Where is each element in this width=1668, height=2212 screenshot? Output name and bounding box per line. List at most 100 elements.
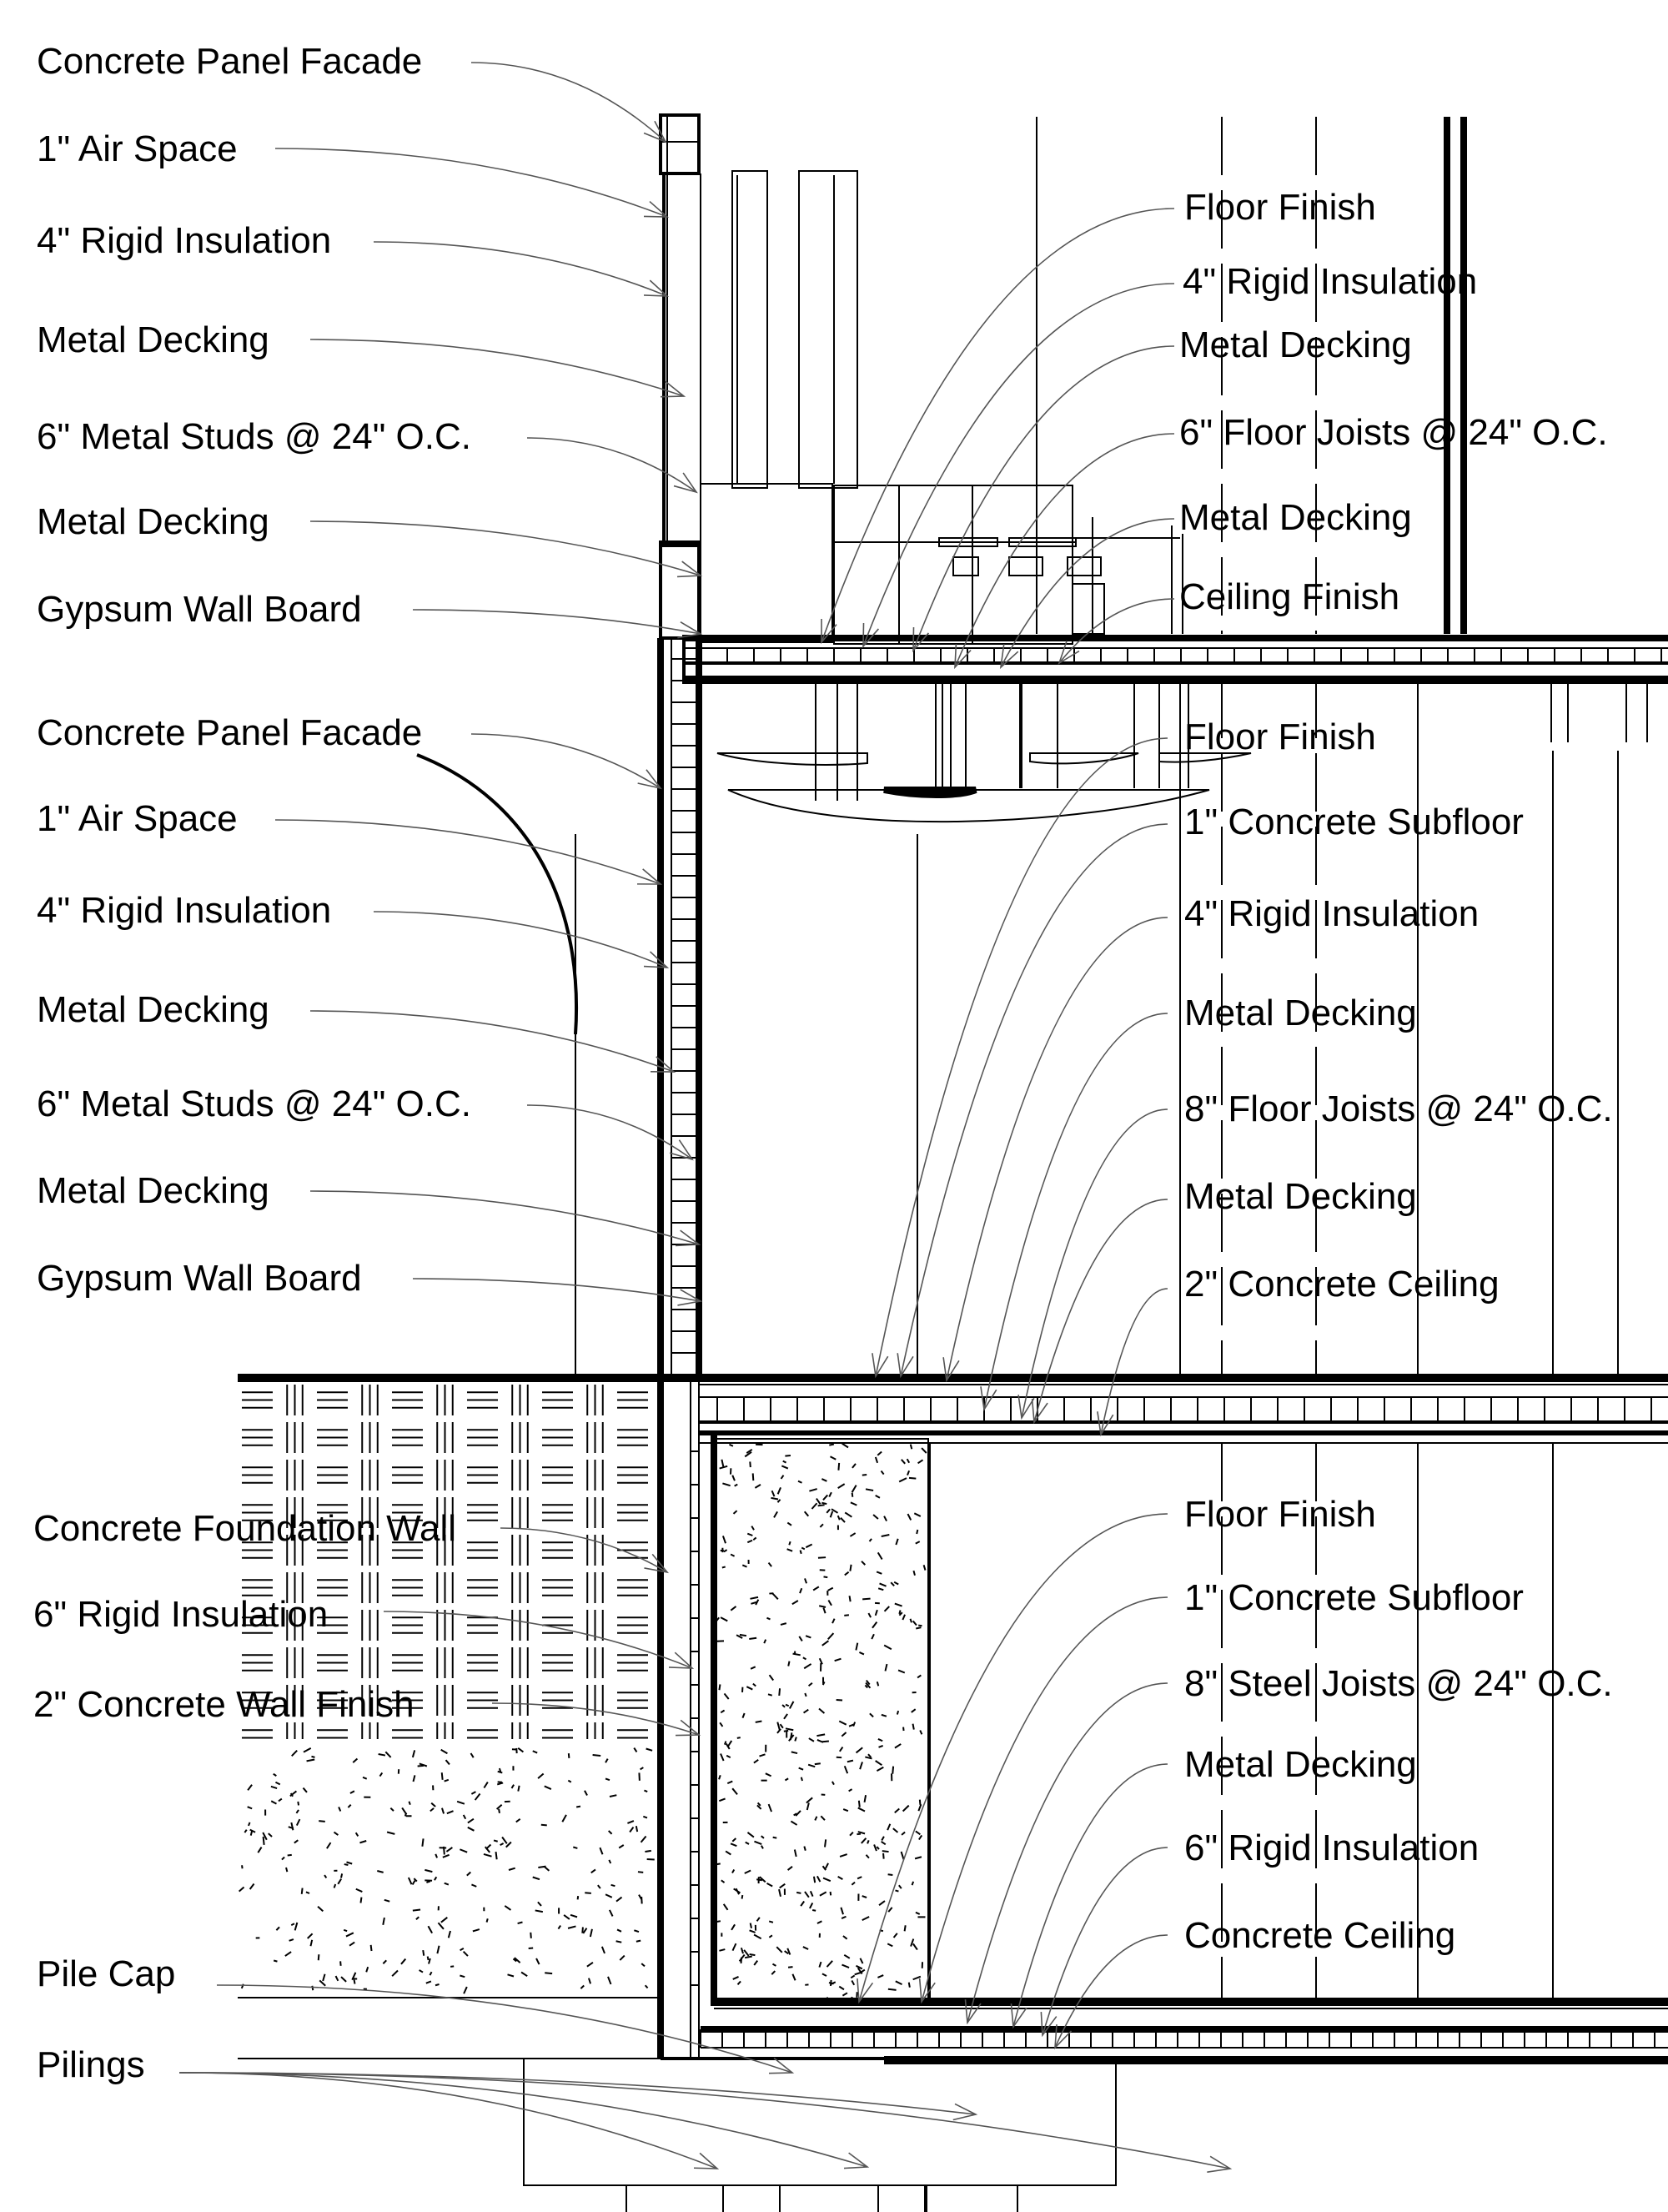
speck	[642, 1815, 648, 1819]
middle-interior-lines	[1179, 680, 1619, 1376]
speck	[466, 1871, 471, 1877]
speck	[434, 1876, 438, 1881]
speck	[319, 1820, 325, 1822]
speck	[715, 1616, 720, 1622]
slab-hatch	[700, 2029, 1655, 2048]
leader-arrowhead	[897, 1353, 914, 1379]
speck	[599, 1847, 604, 1855]
speck	[791, 1600, 799, 1606]
speck	[776, 1486, 781, 1495]
speck	[816, 1920, 822, 1924]
speck	[733, 1888, 741, 1894]
leader-line	[862, 283, 1175, 647]
callout-label: 1" Air Space	[37, 128, 238, 169]
speck	[447, 1930, 451, 1938]
speck	[857, 1800, 861, 1807]
speck	[290, 1822, 294, 1831]
leader-line	[178, 2072, 1231, 2169]
speck	[719, 1465, 728, 1470]
speck	[244, 1829, 248, 1833]
speck	[803, 1846, 806, 1851]
leader-line	[309, 1190, 700, 1245]
speck	[900, 1851, 905, 1860]
speck	[804, 1692, 807, 1697]
speck	[295, 1809, 299, 1814]
speck	[440, 1772, 444, 1780]
speck	[249, 1828, 256, 1833]
callout-label: 6" Metal Studs @ 24" O.C.	[37, 416, 471, 457]
speck	[890, 1581, 895, 1587]
speck	[912, 1620, 917, 1626]
speck	[875, 1494, 881, 1499]
speck	[821, 1478, 827, 1482]
leader-line	[1033, 1199, 1168, 1423]
speck	[759, 1753, 766, 1757]
speck	[911, 1708, 917, 1713]
speck	[887, 1873, 893, 1876]
speck	[444, 1778, 450, 1782]
speck	[627, 1820, 635, 1824]
callout-label: Metal Decking	[1179, 497, 1412, 538]
speck	[730, 1842, 737, 1848]
upper-floor-slab	[682, 635, 1668, 684]
speck	[567, 1779, 572, 1783]
speck	[869, 1712, 874, 1718]
speck	[771, 1496, 779, 1501]
speck	[907, 1513, 912, 1521]
speck	[842, 1935, 848, 1940]
speck	[823, 1576, 828, 1579]
speck	[822, 1607, 826, 1614]
speck	[819, 1605, 826, 1608]
speck	[848, 1788, 853, 1792]
speck	[460, 1848, 468, 1853]
speck	[909, 1618, 912, 1623]
speck	[517, 1747, 525, 1753]
speck	[291, 1749, 298, 1757]
speck	[876, 1571, 882, 1575]
speck	[786, 1521, 792, 1526]
speck	[779, 1883, 786, 1889]
speck	[917, 1459, 924, 1465]
speck	[445, 1847, 453, 1853]
speck	[902, 1804, 910, 1812]
speck	[537, 1901, 542, 1907]
speck	[817, 1504, 825, 1507]
speck	[472, 1928, 480, 1933]
speck	[483, 1782, 489, 1789]
speck	[744, 1869, 751, 1874]
speck	[821, 1501, 827, 1506]
speck	[838, 1720, 847, 1726]
speck	[776, 1722, 781, 1731]
leader-arrowhead	[669, 1139, 694, 1161]
speck	[863, 1795, 867, 1803]
speck	[600, 1946, 605, 1954]
speck	[785, 1727, 794, 1732]
callout-label: 8" Floor Joists @ 24" O.C.	[1184, 1088, 1613, 1129]
speck	[270, 1785, 278, 1789]
speck	[901, 1831, 906, 1836]
leader-line	[921, 1596, 1168, 2003]
speck	[817, 1556, 826, 1559]
speck	[836, 1699, 843, 1702]
speck	[754, 1840, 762, 1846]
speck	[752, 1536, 757, 1541]
speck	[809, 1488, 817, 1492]
speck	[798, 1767, 804, 1771]
leader-line	[309, 1010, 675, 1073]
speck	[345, 1932, 354, 1938]
speck	[909, 1444, 913, 1450]
speck	[786, 1548, 793, 1552]
callout-label: Pile Cap	[37, 1953, 175, 1994]
speck	[608, 1859, 612, 1864]
speck	[400, 1958, 407, 1965]
leader-arrowhead	[768, 2057, 795, 2074]
speck	[915, 1911, 921, 1915]
speck	[844, 1571, 850, 1576]
leader-arrowhead	[999, 644, 1019, 670]
speck	[824, 1863, 829, 1869]
speck	[346, 1861, 353, 1865]
speck	[720, 1709, 726, 1714]
wall-hatch	[671, 658, 699, 1354]
pile-cap	[523, 2058, 1117, 2186]
speck	[508, 1867, 515, 1871]
